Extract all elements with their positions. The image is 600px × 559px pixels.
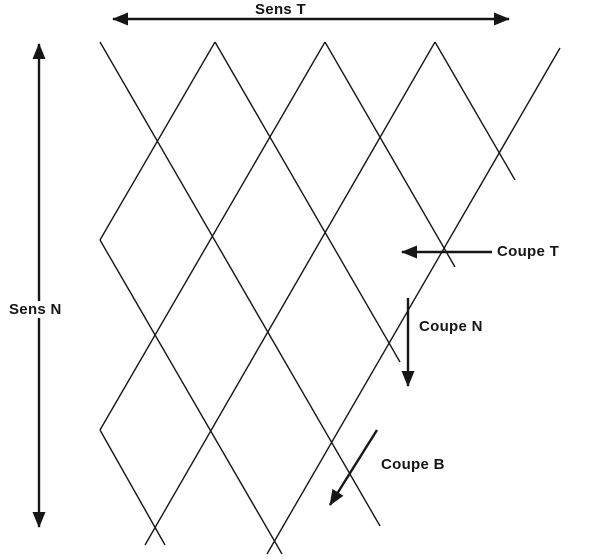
sens-n-label: Sens N [6,301,65,318]
lattice-line [99,41,326,431]
lattice-line [99,41,381,527]
lattice-line [266,47,561,555]
sens-t-label: Sens T [255,1,306,18]
lattice-line [214,41,401,363]
coupe-b-label: Coupe B [381,456,445,473]
coupe-t-label: Coupe T [497,243,560,260]
lattice-line [434,41,516,181]
coupe-b-arrow [328,429,379,506]
lattice-line [324,41,456,268]
lattice-line [99,41,216,241]
lattice-line [99,239,283,555]
coupe-n-label: Coupe N [419,318,483,335]
lattice-line [99,429,166,546]
lattice-line [144,41,436,546]
